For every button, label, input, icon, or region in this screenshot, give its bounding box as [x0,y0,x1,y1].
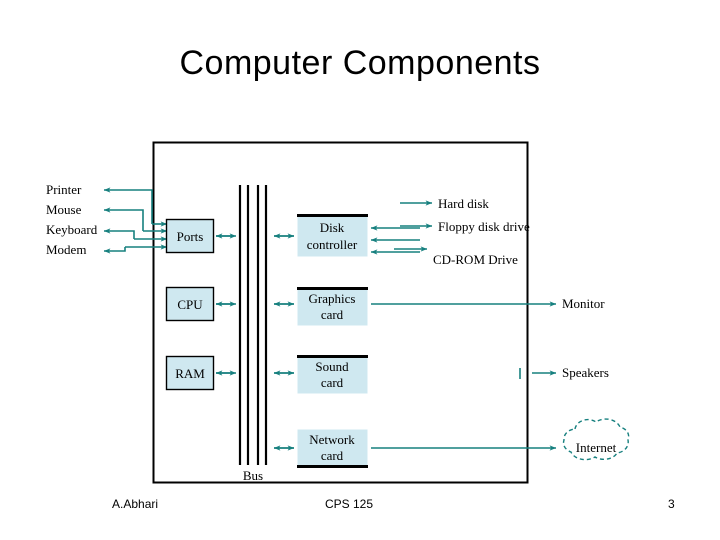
box-graphics-card-label-line2: card [321,307,344,322]
box-disk-controller-label-line1: Disk [320,220,345,235]
label-modem: Modem [46,242,86,257]
label-mouse: Mouse [46,202,82,217]
footer-page-number: 3 [668,497,675,511]
bus-lines [238,185,268,465]
box-ram-label: RAM [175,366,205,381]
left-peripheral-labels: Printer Mouse Keyboard Modem [46,182,98,257]
system-unit-boundary [152,141,529,484]
box-sound-card-label-line1: Sound [315,359,349,374]
connector-disk-devices [370,225,420,255]
box-graphics-card: Graphics card [297,287,368,326]
box-network-card: Network card [297,429,368,468]
box-cpu-label: CPU [177,297,203,312]
bus-label: Bus [243,468,263,483]
box-ports-label: Ports [177,229,204,244]
right-peripheral-labels: Hard disk Floppy disk drive CD-ROM Drive… [433,196,609,380]
right-peripheral-connectors [371,200,557,451]
box-disk-controller-label-line2: controller [307,237,358,252]
box-network-card-label-line2: card [321,448,344,463]
footer-course: CPS 125 [325,497,374,511]
box-network-card-label-line1: Network [309,432,355,447]
box-disk-controller: Disk controller [297,214,368,257]
page-title: Computer Components [179,44,541,82]
label-printer: Printer [46,182,82,197]
label-hard-disk: Hard disk [438,196,489,211]
box-ram: RAM [165,355,215,391]
internet-cloud: Internet [562,418,630,461]
left-peripheral-connectors [103,187,168,254]
footer-author: A.Abhari [112,497,159,511]
label-floppy-disk-drive: Floppy disk drive [438,219,530,234]
label-cd-rom-drive: CD-ROM Drive [433,252,518,267]
label-monitor: Monitor [562,296,605,311]
label-speakers: Speakers [562,365,609,380]
box-sound-card: Sound card [297,355,368,394]
label-internet: Internet [576,440,617,455]
label-keyboard: Keyboard [46,222,98,237]
box-cpu: CPU [165,286,215,322]
box-graphics-card-label-line1: Graphics [309,291,356,306]
box-ports: Ports [165,218,215,254]
box-sound-card-label-line2: card [321,375,344,390]
